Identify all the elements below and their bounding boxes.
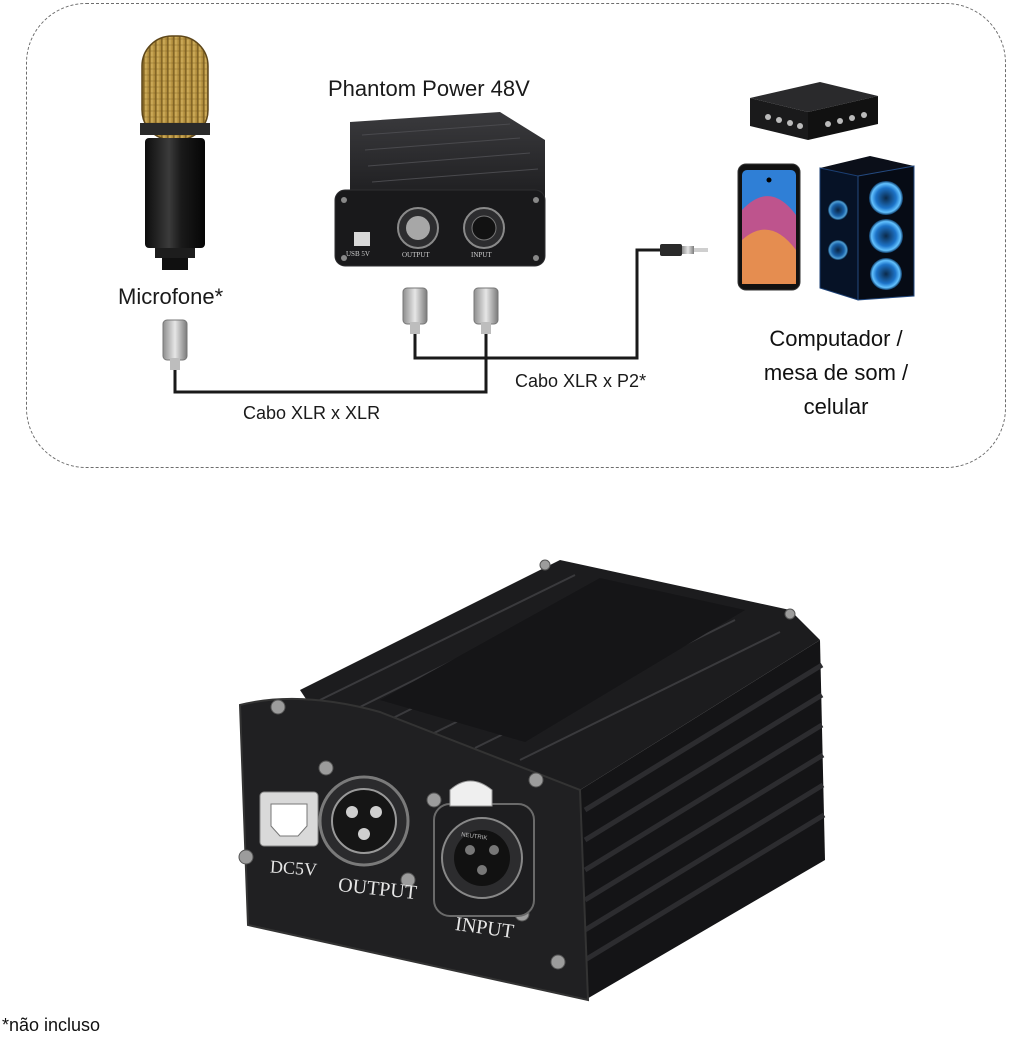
cable-xlr-p2 xyxy=(402,244,708,360)
destination-line-3: celular xyxy=(803,394,869,419)
cable-xlr-xlr xyxy=(162,287,499,394)
cable-xlr-p2-label: Cabo XLR x P2* xyxy=(515,371,647,391)
destination-label: Computador / mesa de som / celular xyxy=(736,322,936,424)
microphone-icon xyxy=(140,35,210,270)
phantom-power-title: Phantom Power 48V xyxy=(328,76,530,101)
product-photo xyxy=(238,559,826,1002)
destination-line-2: mesa de som / xyxy=(763,360,909,385)
p2-jack-icon xyxy=(660,244,708,256)
destination-line-1: Computador / xyxy=(769,326,903,351)
small-output-label: OUTPUT xyxy=(402,251,430,259)
microphone-label: Microfone* xyxy=(118,284,224,309)
mixer-icon xyxy=(750,82,878,140)
small-input-label: INPUT xyxy=(471,251,492,259)
pc-tower-icon xyxy=(819,156,915,301)
small-usb-label: USB 5V xyxy=(346,250,370,258)
diagram-frame xyxy=(26,3,1006,468)
phantom-power-icon xyxy=(334,112,546,267)
cable-xlr-xlr-label: Cabo XLR x XLR xyxy=(243,403,381,423)
smartphone-icon xyxy=(737,163,801,291)
photo-dc5v-label: DC5V xyxy=(269,856,318,880)
footnote: *não incluso xyxy=(2,1015,101,1035)
